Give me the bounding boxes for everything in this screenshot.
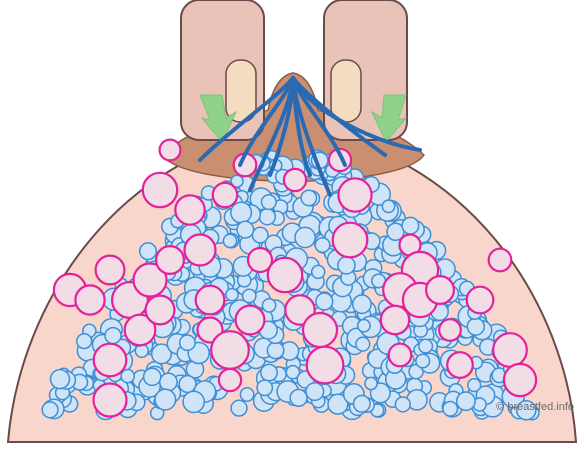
large-milk-cell xyxy=(268,258,302,292)
large-milk-cell xyxy=(196,286,225,315)
small-milk-cell xyxy=(77,334,92,349)
large-milk-cell xyxy=(493,333,527,367)
small-milk-cell xyxy=(231,202,252,223)
small-milk-cell xyxy=(140,243,157,260)
small-milk-cell xyxy=(155,389,176,410)
large-milk-cell xyxy=(213,183,237,207)
small-milk-cell xyxy=(42,402,58,418)
small-milk-cell xyxy=(121,370,134,383)
small-milk-cell xyxy=(315,238,330,253)
small-milk-cell xyxy=(240,388,253,401)
small-milk-cell xyxy=(358,320,370,332)
small-milk-cell xyxy=(263,299,276,312)
small-milk-cell xyxy=(262,195,277,210)
small-milk-cell xyxy=(457,392,475,410)
large-milk-cell xyxy=(426,276,454,304)
small-milk-cell xyxy=(257,380,272,395)
small-milk-cell xyxy=(179,376,196,393)
large-milk-cell xyxy=(389,344,412,367)
small-milk-cell xyxy=(237,221,254,238)
small-milk-cell xyxy=(365,377,377,389)
small-milk-cell xyxy=(467,318,484,335)
small-milk-cell xyxy=(223,234,236,247)
large-milk-cell xyxy=(467,287,494,314)
small-milk-cell xyxy=(105,328,121,344)
large-milk-cell xyxy=(94,384,127,417)
large-milk-cell xyxy=(447,352,473,378)
small-milk-cell xyxy=(243,289,256,302)
small-milk-cell xyxy=(231,400,247,416)
large-milk-cell xyxy=(96,256,125,285)
small-milk-cell xyxy=(180,335,195,350)
small-milk-cell xyxy=(338,257,355,274)
large-milk-cell xyxy=(303,313,337,347)
large-milk-cell xyxy=(143,173,177,207)
large-milk-cell xyxy=(333,223,368,258)
small-milk-cell xyxy=(353,295,371,313)
small-milk-cell xyxy=(356,337,370,351)
large-milk-cell xyxy=(504,364,536,396)
small-milk-cell xyxy=(290,390,307,407)
small-milk-cell xyxy=(160,373,177,390)
large-milk-cell xyxy=(146,296,175,325)
large-milk-cell xyxy=(307,347,344,384)
large-milk-cell xyxy=(211,331,249,369)
small-milk-cell xyxy=(419,339,433,353)
large-milk-cell xyxy=(185,235,216,266)
large-milk-cell xyxy=(94,344,127,377)
small-milk-cell xyxy=(267,342,283,358)
small-milk-cell xyxy=(316,293,333,310)
large-milk-cell xyxy=(236,306,265,335)
small-milk-cell xyxy=(226,289,238,301)
large-milk-cell xyxy=(75,285,104,314)
small-milk-cell xyxy=(306,383,324,401)
small-milk-cell xyxy=(295,227,315,247)
small-milk-cell xyxy=(354,396,371,413)
large-milk-cell xyxy=(489,249,512,272)
small-milk-cell xyxy=(144,368,161,385)
small-milk-cell xyxy=(468,379,481,392)
large-milk-cell xyxy=(219,369,241,391)
large-milk-cell xyxy=(284,169,306,191)
small-milk-cell xyxy=(312,265,325,278)
watermark-credit: © breastfed.info xyxy=(496,401,574,413)
large-milk-cell xyxy=(160,140,181,161)
small-milk-cell xyxy=(402,217,419,234)
small-milk-cell xyxy=(416,354,430,368)
large-milk-cell xyxy=(175,195,204,224)
small-milk-cell xyxy=(443,402,458,417)
small-milk-cell xyxy=(301,190,316,205)
small-milk-cell xyxy=(382,200,394,212)
large-milk-cell xyxy=(338,178,371,211)
small-milk-cell xyxy=(261,364,277,380)
small-milk-cell xyxy=(183,391,204,412)
small-milk-cell xyxy=(259,209,275,225)
large-milk-cell xyxy=(439,319,461,341)
large-milk-cell xyxy=(156,246,184,274)
small-milk-cell xyxy=(395,397,410,412)
small-milk-cell xyxy=(51,370,70,389)
